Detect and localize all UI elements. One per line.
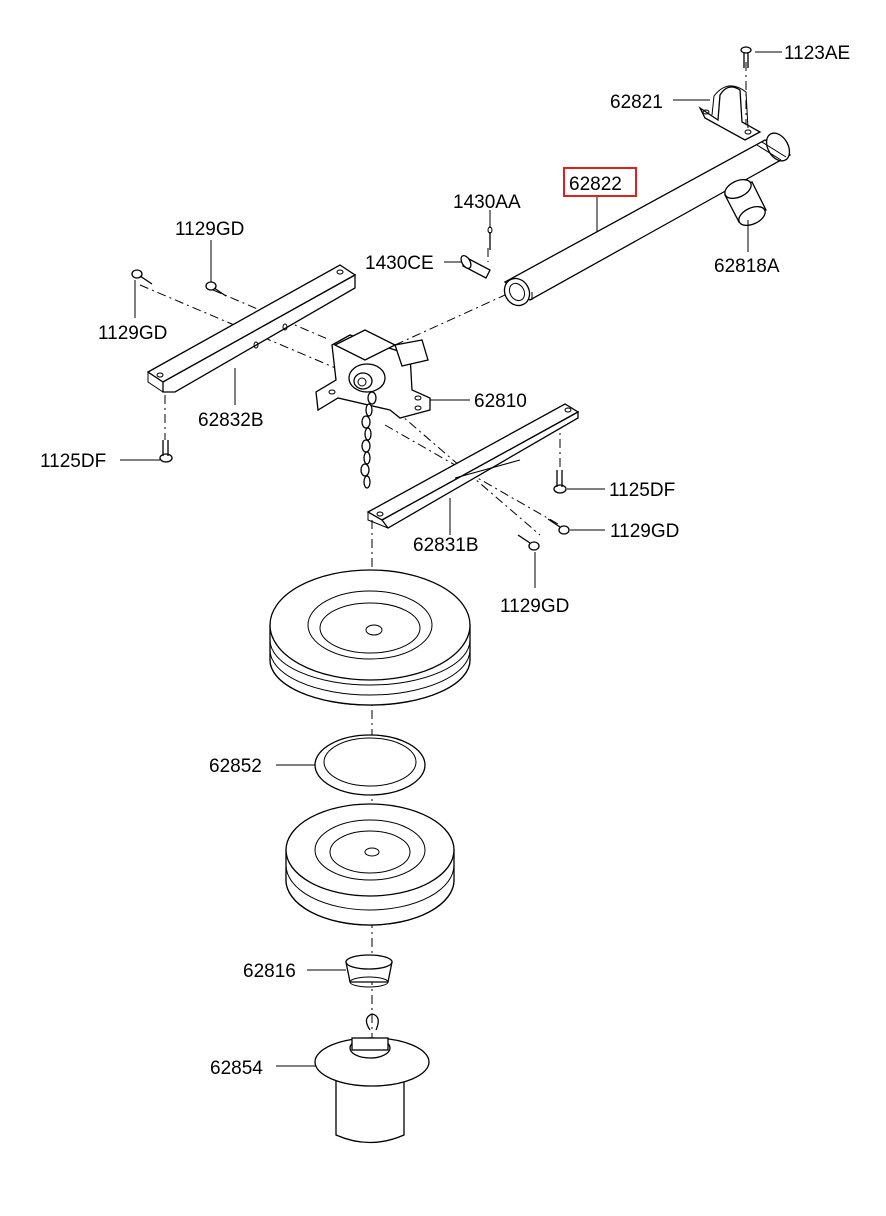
chain-link bbox=[363, 451, 371, 465]
chain-link bbox=[364, 427, 372, 441]
label-1125DF-b[interactable]: 1125DF bbox=[609, 480, 675, 501]
tire-upper[interactable] bbox=[269, 569, 471, 706]
label-1125DF-a[interactable]: 1125DF bbox=[40, 451, 106, 472]
winch-62810[interactable] bbox=[315, 329, 431, 419]
label-1129GD-a[interactable]: 1129GD bbox=[175, 219, 244, 240]
leader-lines bbox=[120, 51, 782, 1067]
label-62854[interactable]: 62854 bbox=[210, 1058, 263, 1079]
bolt-1125DF-left[interactable] bbox=[159, 440, 173, 463]
chain-link bbox=[365, 403, 373, 417]
bolt-1129GD-upper-left[interactable] bbox=[131, 269, 153, 285]
bolt-1123AE[interactable] bbox=[740, 46, 752, 68]
label-62832B[interactable]: 62832B bbox=[198, 410, 264, 431]
chain-link bbox=[361, 415, 371, 429]
part-labels: 1123AE 62821 62822 1430AA 62818A 1129GD … bbox=[40, 43, 850, 1079]
label-1129GD-c[interactable]: 1129GD bbox=[610, 521, 679, 542]
label-62852[interactable]: 62852 bbox=[209, 756, 262, 777]
hook-62854[interactable] bbox=[314, 1013, 430, 1144]
label-62818A[interactable]: 62818A bbox=[714, 256, 780, 277]
bolt-1125DF-right[interactable] bbox=[553, 470, 567, 494]
label-62816[interactable]: 62816 bbox=[243, 961, 296, 982]
label-1430AA[interactable]: 1430AA bbox=[453, 192, 521, 213]
chain-link bbox=[363, 475, 371, 489]
highlight-box bbox=[563, 167, 637, 197]
label-1129GD-b[interactable]: 1129GD bbox=[98, 323, 167, 344]
chain-link bbox=[367, 391, 377, 405]
label-62831B[interactable]: 62831B bbox=[413, 535, 479, 556]
label-1123AE[interactable]: 1123AE bbox=[784, 43, 850, 64]
label-1430CE[interactable]: 1430CE bbox=[365, 253, 434, 274]
crossmember-62831B[interactable] bbox=[366, 403, 580, 529]
bolt-1129GD-right[interactable] bbox=[547, 518, 570, 535]
label-1129GD-d[interactable]: 1129GD bbox=[500, 596, 569, 617]
chain-link bbox=[360, 463, 370, 477]
pin-1430AA[interactable] bbox=[487, 226, 493, 250]
bushing-62818A[interactable] bbox=[722, 176, 768, 229]
chain-link bbox=[361, 439, 371, 453]
bolt-1129GD-lower[interactable] bbox=[517, 534, 540, 551]
bracket-62821[interactable] bbox=[698, 85, 762, 141]
guide-62816[interactable] bbox=[345, 954, 393, 988]
label-62810[interactable]: 62810 bbox=[474, 391, 527, 412]
tube-62822[interactable] bbox=[500, 129, 795, 310]
crossmember-62832B[interactable] bbox=[146, 264, 357, 393]
pin-1430CE[interactable] bbox=[459, 254, 491, 279]
label-62821[interactable]: 62821 bbox=[610, 92, 663, 113]
bolt-1129GD-upper-mid[interactable] bbox=[205, 281, 227, 297]
tire-lower[interactable] bbox=[285, 803, 455, 926]
ring-62852[interactable] bbox=[314, 734, 426, 796]
label-62822[interactable]: 62822 bbox=[569, 174, 622, 195]
chain bbox=[360, 391, 377, 489]
